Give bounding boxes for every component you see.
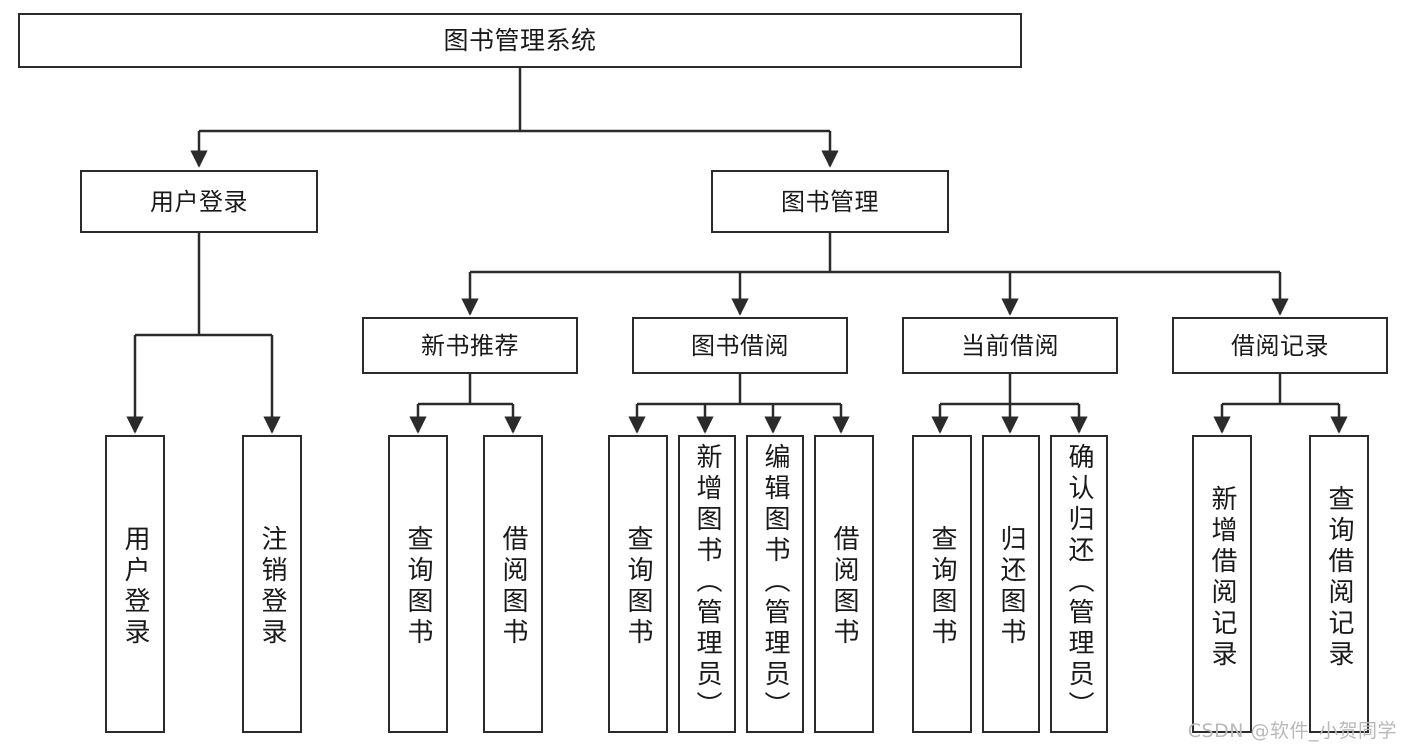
node-new-book-recommend[interactable]: 新书推荐 (362, 317, 578, 374)
node-label: 当前借阅 (961, 331, 1059, 360)
node-book-management[interactable]: 图书管理 (711, 170, 949, 233)
node-label: 注销登录 (257, 525, 287, 649)
node-label: 用户登录 (150, 187, 248, 216)
leaf-edit-book-admin[interactable]: 编辑图书（管理员） (746, 435, 804, 733)
node-book-borrow[interactable]: 图书借阅 (632, 317, 848, 374)
node-label: 新增借阅记录 (1207, 485, 1237, 671)
node-current-borrow[interactable]: 当前借阅 (902, 317, 1118, 374)
csdn-watermark: CSDN @软件_小贺同学 (1187, 720, 1397, 742)
leaf-return-book[interactable]: 归还图书 (982, 435, 1040, 733)
leaf-query-book-borrow[interactable]: 查询图书 (608, 435, 668, 733)
node-label: 查询借阅记录 (1324, 485, 1354, 671)
node-borrow-record[interactable]: 借阅记录 (1172, 317, 1388, 374)
leaf-user-login[interactable]: 用户登录 (105, 435, 165, 733)
node-label: 借阅图书 (498, 525, 528, 649)
node-label: 用户登录 (120, 525, 150, 649)
leaf-add-book-admin[interactable]: 新增图书（管理员） (678, 435, 736, 733)
node-label: 确认归还（管理员） (1064, 443, 1094, 722)
node-root-system[interactable]: 图书管理系统 (18, 13, 1022, 68)
leaf-query-borrow-record[interactable]: 查询借阅记录 (1309, 435, 1369, 733)
leaf-query-book-recommend[interactable]: 查询图书 (388, 435, 448, 733)
leaf-confirm-return-admin[interactable]: 确认归还（管理员） (1050, 435, 1108, 733)
leaf-add-borrow-record[interactable]: 新增借阅记录 (1192, 435, 1252, 733)
node-label: 图书管理系统 (443, 26, 597, 55)
leaf-borrow-book[interactable]: 借阅图书 (814, 435, 874, 733)
node-label: 借阅记录 (1231, 331, 1329, 360)
node-label: 新增图书（管理员） (692, 443, 722, 722)
leaf-query-book-current[interactable]: 查询图书 (912, 435, 972, 733)
node-label: 归还图书 (996, 525, 1026, 649)
node-label: 查询图书 (623, 525, 653, 649)
node-label: 图书借阅 (691, 331, 789, 360)
node-label: 新书推荐 (421, 331, 519, 360)
leaf-borrow-book-recommend[interactable]: 借阅图书 (483, 435, 543, 733)
node-label: 借阅图书 (829, 525, 859, 649)
node-label: 查询图书 (927, 525, 957, 649)
node-label: 查询图书 (403, 525, 433, 649)
node-label: 图书管理 (781, 187, 879, 216)
node-label: 编辑图书（管理员） (760, 443, 790, 722)
leaf-logout[interactable]: 注销登录 (242, 435, 302, 733)
node-user-login[interactable]: 用户登录 (80, 170, 318, 233)
